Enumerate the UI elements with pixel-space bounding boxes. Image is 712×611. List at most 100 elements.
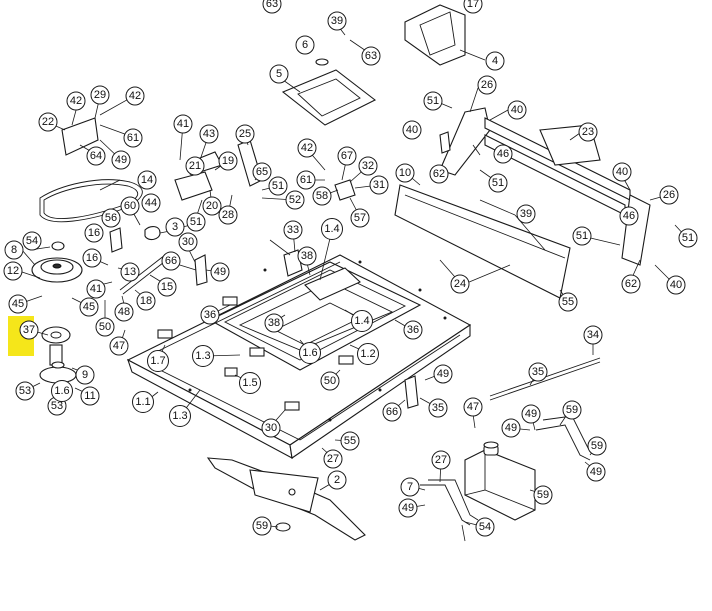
callout-2: 2 (327, 470, 347, 490)
callout-1-1: 1.1 (132, 391, 154, 413)
callout-number: 26 (663, 189, 675, 201)
callout-55: 55 (340, 431, 360, 451)
callout-bubble (351, 310, 373, 332)
callout-40: 40 (612, 162, 632, 182)
callout-bubble (621, 274, 641, 294)
callout-bubble (463, 397, 483, 417)
callout-bubble (678, 228, 698, 248)
callout-number: 51 (682, 232, 694, 244)
callout-number: 48 (118, 306, 130, 318)
callout-bubble (400, 477, 420, 497)
callout-bubble (178, 232, 198, 252)
callout-4: 4 (485, 51, 505, 71)
callout-number: 38 (301, 250, 313, 262)
callout-number: 1.3 (195, 350, 210, 362)
callout-58: 58 (312, 186, 332, 206)
callout-42: 42 (297, 138, 317, 158)
callout-64: 64 (86, 146, 106, 166)
callout-bubble (264, 313, 284, 333)
callout-bubble (125, 86, 145, 106)
callout-number: 23 (582, 126, 594, 138)
callout-number: 45 (12, 298, 24, 310)
callout-number: 1.5 (242, 377, 257, 389)
callout-bubble (320, 371, 340, 391)
callout-number: 10 (399, 167, 411, 179)
callout-number: 43 (203, 128, 215, 140)
callout-bubble (4, 240, 24, 260)
callout-bubble (431, 450, 451, 470)
callout-number: 42 (70, 95, 82, 107)
callout-number: 61 (300, 174, 312, 186)
callout-number: 27 (435, 454, 447, 466)
callout-51: 51 (678, 228, 698, 248)
callout-41: 41 (173, 114, 193, 134)
callout-49: 49 (586, 462, 606, 482)
top-cover-plate (281, 69, 377, 126)
callout-1-2: 1.2 (357, 343, 379, 365)
callout-bubble (586, 462, 606, 482)
callout-bubble (132, 391, 154, 413)
callout-number: 49 (590, 466, 602, 478)
callout-36: 36 (403, 320, 423, 340)
callout-bubble (619, 206, 639, 226)
callout-bubble (261, 418, 281, 438)
callout-number: 62 (433, 168, 445, 180)
callout-1-4: 1.4 (351, 310, 373, 332)
fuel-tank (464, 441, 536, 521)
callout-35: 35 (528, 362, 548, 382)
callout-number: 13 (124, 266, 136, 278)
callout-bubble (327, 470, 347, 490)
callout-bubble (66, 91, 86, 111)
callout-1-6: 1.6 (299, 342, 321, 364)
callout-bubble (161, 251, 181, 271)
callout-45: 45 (79, 297, 99, 317)
callout-50: 50 (95, 317, 115, 337)
callout-51: 51 (186, 212, 206, 232)
callout-number: 50 (99, 321, 111, 333)
callout-20: 20 (202, 196, 222, 216)
callout-42: 42 (125, 86, 145, 106)
callout-bubble (403, 320, 423, 340)
callout-bubble (192, 345, 214, 367)
callout-11: 11 (80, 386, 100, 406)
callout-bubble (95, 317, 115, 337)
callout-number: 49 (115, 154, 127, 166)
callout-66: 66 (382, 402, 402, 422)
callout-bubble (285, 190, 305, 210)
callout-50: 50 (320, 371, 340, 391)
callout-37: 37 (8, 316, 39, 356)
callout-26: 26 (659, 185, 679, 205)
callout-9: 9 (75, 365, 95, 385)
callout-bubble (123, 128, 143, 148)
callout-number: 59 (537, 489, 549, 501)
callout-number: 66 (386, 406, 398, 418)
callout-number: 55 (344, 435, 356, 447)
callout-number: 40 (670, 279, 682, 291)
callout-number: 38 (268, 317, 280, 329)
callout-bubble (587, 436, 607, 456)
callout-bubble (22, 231, 42, 251)
callout-bubble (340, 431, 360, 451)
callout-23: 23 (578, 122, 598, 142)
callout-number: 31 (373, 179, 385, 191)
callout-1-6: 1.6 (51, 380, 73, 402)
callout-25: 25 (235, 124, 255, 144)
callout-number: 40 (511, 104, 523, 116)
callout-number: 35 (432, 402, 444, 414)
callout-34: 34 (583, 325, 603, 345)
callout-47: 47 (463, 397, 483, 417)
callout-bubble (666, 275, 686, 295)
callout-number: 1.4 (324, 223, 339, 235)
callout-number: 20 (206, 200, 218, 212)
callout-number: 55 (562, 296, 574, 308)
callout-59: 59 (533, 485, 553, 505)
callout-27: 27 (431, 450, 451, 470)
callout-number: 51 (576, 230, 588, 242)
callout-bubble (38, 112, 58, 132)
callout-number: 5 (276, 68, 282, 80)
callout-16: 16 (82, 248, 102, 268)
callout-bubble (296, 170, 316, 190)
callout-bubble (463, 0, 483, 14)
callout-bubble (218, 205, 238, 225)
callout-number: 57 (354, 212, 366, 224)
